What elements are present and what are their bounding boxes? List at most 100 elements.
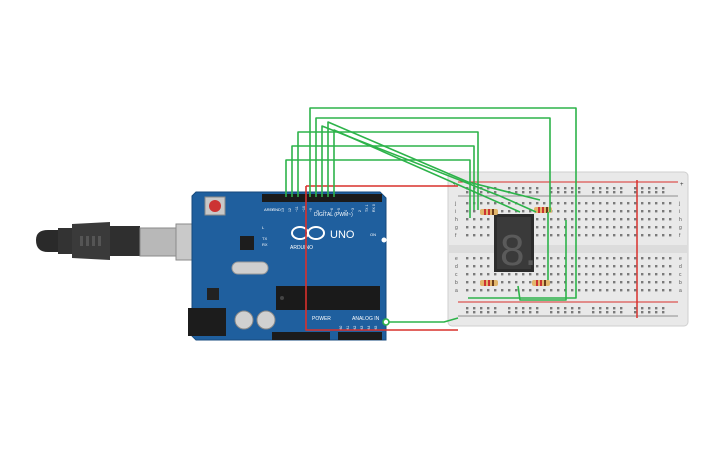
breadboard-hole[interactable]	[480, 307, 483, 310]
breadboard-hole[interactable]	[648, 210, 651, 213]
seven-segment-display[interactable]: 8.	[494, 214, 537, 275]
breadboard-hole[interactable]	[592, 226, 595, 229]
breadboard-hole[interactable]	[536, 234, 539, 237]
breadboard-hole[interactable]	[662, 226, 665, 229]
breadboard-hole[interactable]	[599, 234, 602, 237]
breadboard-hole[interactable]	[662, 265, 665, 268]
breadboard-hole[interactable]	[627, 289, 630, 292]
breadboard-hole[interactable]	[648, 234, 651, 237]
breadboard-hole[interactable]	[669, 210, 672, 213]
breadboard-hole[interactable]	[662, 311, 665, 314]
breadboard-hole[interactable]	[578, 281, 581, 284]
breadboard-hole[interactable]	[655, 234, 658, 237]
breadboard-hole[interactable]	[522, 307, 525, 310]
breadboard-hole[interactable]	[620, 265, 623, 268]
breadboard-hole[interactable]	[487, 234, 490, 237]
breadboard-hole[interactable]	[501, 289, 504, 292]
breadboard-hole[interactable]	[529, 191, 532, 194]
breadboard-hole[interactable]	[515, 191, 518, 194]
breadboard-hole[interactable]	[634, 226, 637, 229]
breadboard-hole[interactable]	[620, 191, 623, 194]
breadboard-hole[interactable]	[655, 257, 658, 260]
breadboard-hole[interactable]	[592, 265, 595, 268]
breadboard-hole[interactable]	[550, 257, 553, 260]
breadboard-hole[interactable]	[606, 218, 609, 221]
breadboard-hole[interactable]	[480, 226, 483, 229]
breadboard-hole[interactable]	[606, 311, 609, 314]
breadboard-hole[interactable]	[620, 218, 623, 221]
breadboard-hole[interactable]	[655, 307, 658, 310]
breadboard-hole[interactable]	[536, 311, 539, 314]
breadboard-hole[interactable]	[466, 265, 469, 268]
breadboard-hole[interactable]	[606, 226, 609, 229]
breadboard-hole[interactable]	[662, 202, 665, 205]
breadboard-hole[interactable]	[662, 289, 665, 292]
breadboard-hole[interactable]	[571, 191, 574, 194]
breadboard-hole[interactable]	[613, 234, 616, 237]
breadboard-hole[interactable]	[648, 202, 651, 205]
breadboard-hole[interactable]	[578, 311, 581, 314]
breadboard-hole[interactable]	[578, 191, 581, 194]
breadboard-hole[interactable]	[648, 311, 651, 314]
breadboard-hole[interactable]	[627, 218, 630, 221]
breadboard-hole[interactable]	[655, 273, 658, 276]
breadboard-hole[interactable]	[620, 226, 623, 229]
breadboard-hole[interactable]	[550, 191, 553, 194]
wire-green[interactable]	[285, 159, 471, 218]
breadboard-hole[interactable]	[473, 257, 476, 260]
breadboard-hole[interactable]	[592, 202, 595, 205]
breadboard-hole[interactable]	[508, 187, 511, 190]
breadboard-hole[interactable]	[662, 307, 665, 310]
breadboard-hole[interactable]	[634, 202, 637, 205]
breadboard-holes[interactable]	[466, 187, 672, 314]
breadboard-hole[interactable]	[578, 289, 581, 292]
breadboard-hole[interactable]	[634, 311, 637, 314]
breadboard-hole[interactable]	[634, 191, 637, 194]
breadboard-hole[interactable]	[613, 187, 616, 190]
breadboard-hole[interactable]	[606, 273, 609, 276]
breadboard-hole[interactable]	[620, 273, 623, 276]
breadboard-hole[interactable]	[620, 187, 623, 190]
breadboard-hole[interactable]	[522, 191, 525, 194]
breadboard-hole[interactable]	[494, 307, 497, 310]
breadboard-hole[interactable]	[529, 289, 532, 292]
usb-cable-icon[interactable]	[36, 222, 199, 261]
breadboard-hole[interactable]	[648, 281, 651, 284]
breadboard-hole[interactable]	[529, 210, 532, 213]
breadboard-hole[interactable]	[494, 273, 497, 276]
breadboard-hole[interactable]	[669, 218, 672, 221]
breadboard-hole[interactable]	[564, 187, 567, 190]
breadboard-hole[interactable]	[522, 281, 525, 284]
breadboard-hole[interactable]	[550, 281, 553, 284]
breadboard-hole[interactable]	[508, 210, 511, 213]
breadboard-hole[interactable]	[473, 289, 476, 292]
breadboard-hole[interactable]	[648, 273, 651, 276]
breadboard-hole[interactable]	[543, 234, 546, 237]
breadboard-hole[interactable]	[480, 202, 483, 205]
breadboard-hole[interactable]	[571, 210, 574, 213]
breadboard-hole[interactable]	[557, 202, 560, 205]
breadboard-hole[interactable]	[466, 191, 469, 194]
power-header[interactable]	[272, 332, 330, 340]
analog-header[interactable]	[338, 332, 382, 340]
breadboard-hole[interactable]	[662, 218, 665, 221]
breadboard-hole[interactable]	[473, 234, 476, 237]
breadboard-hole[interactable]	[613, 307, 616, 310]
breadboard-hole[interactable]	[550, 289, 553, 292]
resistor[interactable]	[480, 209, 498, 215]
breadboard-hole[interactable]	[578, 187, 581, 190]
breadboard-hole[interactable]	[669, 265, 672, 268]
breadboard-hole[interactable]	[466, 218, 469, 221]
breadboard-hole[interactable]	[480, 273, 483, 276]
wire-green-analog[interactable]	[386, 317, 459, 323]
breadboard-hole[interactable]	[536, 218, 539, 221]
breadboard-hole[interactable]	[634, 273, 637, 276]
breadboard-hole[interactable]	[648, 307, 651, 310]
breadboard-hole[interactable]	[641, 202, 644, 205]
breadboard-hole[interactable]	[536, 273, 539, 276]
breadboard-hole[interactable]	[536, 187, 539, 190]
breadboard-hole[interactable]	[585, 234, 588, 237]
breadboard-hole[interactable]	[473, 281, 476, 284]
breadboard-hole[interactable]	[641, 226, 644, 229]
